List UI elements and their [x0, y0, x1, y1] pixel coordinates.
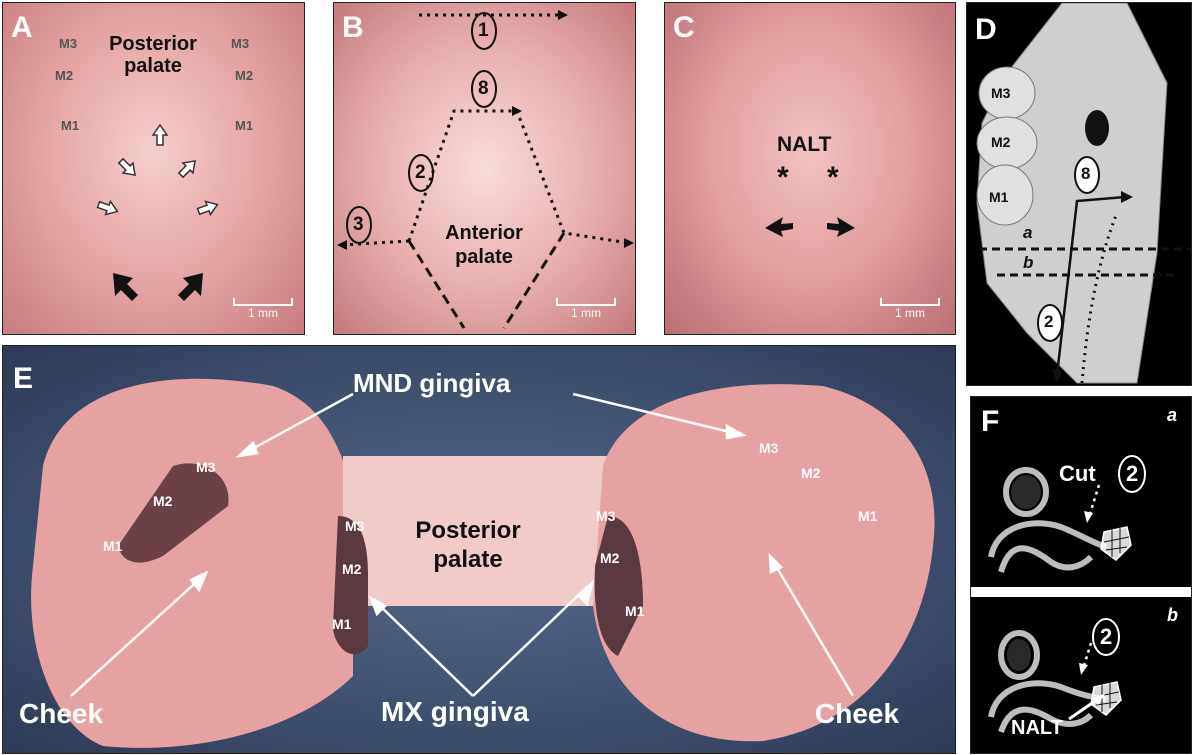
panel-f-ct-slices: [971, 455, 1191, 734]
panel-d: D M3 M2 M1 8 2 a b: [966, 2, 1192, 386]
scale-bar-b: 1 mm: [556, 298, 616, 320]
nalt-asterisk-left: *: [777, 161, 789, 194]
left-cheek-m2: M2: [153, 493, 173, 509]
cheek-left-label: Cheek: [19, 698, 104, 729]
cut-word-label: Cut: [1059, 461, 1096, 486]
nalt-label: NALT: [1011, 717, 1063, 739]
tooth-m1: M1: [989, 189, 1009, 205]
cut-3-label: 3: [353, 214, 364, 235]
left-mx-m2: M2: [342, 561, 362, 577]
posterior-palate-line1: Posterior: [109, 33, 197, 55]
right-cheek-m3: M3: [759, 440, 779, 456]
panel-f: F a b Cut 2 2 NALT: [970, 396, 1192, 754]
cut-1-label: 1: [478, 20, 489, 41]
scale-bar-a: 1 mm: [233, 298, 293, 320]
tooth-m3-right: M3: [231, 36, 250, 51]
tooth-m1-right: M1: [235, 118, 254, 133]
cut-2-label: 2: [415, 162, 426, 183]
slice-a-label: a: [1167, 405, 1178, 425]
tooth-m2-right: M2: [235, 68, 254, 83]
right-mx-m2: M2: [600, 550, 620, 566]
right-cheek-m1: M1: [858, 508, 878, 524]
cut-2-label: 2: [1044, 312, 1054, 331]
panel-b-cut-lines: [337, 10, 634, 329]
panel-b-letter: B: [342, 11, 364, 44]
left-cheek-m1: M1: [103, 538, 123, 554]
slice-b-label: b: [1167, 605, 1178, 625]
scale-bar-label: 1 mm: [248, 306, 278, 320]
right-mx-m3: M3: [596, 508, 616, 524]
panel-c: C NALT * * 1 mm: [664, 2, 956, 335]
nalt-label: NALT: [777, 133, 832, 156]
plane-a-label: a: [1023, 223, 1033, 242]
left-mx-m3: M3: [345, 518, 365, 534]
anterior-palate-line1: Anterior: [445, 222, 523, 244]
posterior-palate-label: Posterior palate: [403, 516, 533, 574]
scale-bar-line: [880, 298, 940, 306]
posterior-palate-line2: palate: [433, 546, 503, 573]
left-cheek-m3: M3: [196, 459, 216, 475]
scale-bar-line: [556, 298, 616, 306]
cheek-right-label: Cheek: [815, 698, 900, 729]
cut-2-top-label: 2: [1126, 461, 1139, 486]
tooth-m3: M3: [991, 85, 1011, 101]
posterior-palate-line1: Posterior: [415, 517, 521, 544]
tooth-m2: M2: [991, 134, 1011, 150]
posterior-palate-label: Posterior palate: [93, 33, 213, 77]
scale-bar-label: 1 mm: [571, 306, 601, 320]
anterior-palate-line2: palate: [455, 246, 513, 268]
tooth-m3-left: M3: [59, 36, 78, 51]
plane-b-label: b: [1023, 253, 1034, 272]
tooth-m1-left: M1: [61, 118, 80, 133]
panel-f-letter: F: [981, 405, 1000, 438]
panel-e: E MND gingiva MX gingiva Cheek Cheek Pos…: [2, 345, 956, 754]
anterior-palate-label: Anterior palate: [424, 221, 544, 269]
panel-a: A Posterior palate M3 M2 M1 M3 M2 M1 1 m…: [2, 2, 305, 335]
cut-8-label: 8: [478, 78, 489, 99]
cut-2-bottom-label: 2: [1100, 624, 1113, 649]
scale-bar-line: [233, 298, 293, 306]
right-cheek-m2: M2: [801, 465, 821, 481]
panel-d-ct-render: [976, 3, 1191, 384]
right-mx-m1: M1: [625, 603, 645, 619]
panel-b: B 1 8 2 3 Anterior palate 1 mm: [333, 2, 636, 335]
tooth-m2-left: M2: [55, 68, 74, 83]
scale-bar-label: 1 mm: [895, 306, 925, 320]
cut-8-label: 8: [1081, 164, 1091, 183]
panel-c-letter: C: [673, 11, 695, 44]
posterior-palate-line2: palate: [124, 55, 182, 77]
panel-a-letter: A: [11, 11, 33, 44]
mnd-gingiva-label: MND gingiva: [353, 368, 511, 398]
panel-e-tissue: [31, 378, 935, 748]
nalt-asterisk-right: *: [827, 161, 839, 194]
mx-gingiva-label: MX gingiva: [381, 696, 529, 727]
panel-c-arrows: [765, 217, 855, 237]
scale-bar-c: 1 mm: [880, 298, 940, 320]
panel-a-arrows: [96, 123, 219, 301]
panel-e-letter: E: [13, 362, 34, 395]
left-mx-m1: M1: [332, 616, 352, 632]
panel-d-letter: D: [975, 13, 997, 46]
